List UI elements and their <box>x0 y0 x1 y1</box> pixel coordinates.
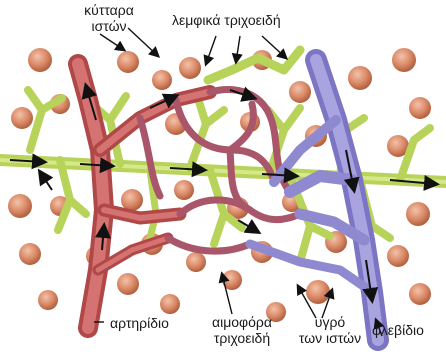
label-tissue-cells-line2: ιστών <box>64 18 154 34</box>
label-lymph-capillaries: λεμφικά τριχοειδή <box>172 12 281 28</box>
label-venule: φλεβίδιο <box>372 322 424 338</box>
lymph-capillaries <box>0 50 446 262</box>
label-arteriole: αρτηρίδιο <box>110 315 169 331</box>
label-tissue-fluid-line2: των ιστών <box>290 330 370 346</box>
label-blood-capillaries-line2: τριχοειδή <box>200 330 284 346</box>
label-tissue-cells: κύτταρα ιστών <box>64 2 154 34</box>
label-blood-capillaries: αιμοφόρα τριχοειδή <box>200 314 284 346</box>
label-tissue-cells-line1: κύτταρα <box>64 2 154 18</box>
label-tissue-fluid-line1: υγρό <box>290 314 370 330</box>
label-blood-capillaries-line1: αιμοφόρα <box>200 314 284 330</box>
label-tissue-fluid: υγρό των ιστών <box>290 314 370 346</box>
